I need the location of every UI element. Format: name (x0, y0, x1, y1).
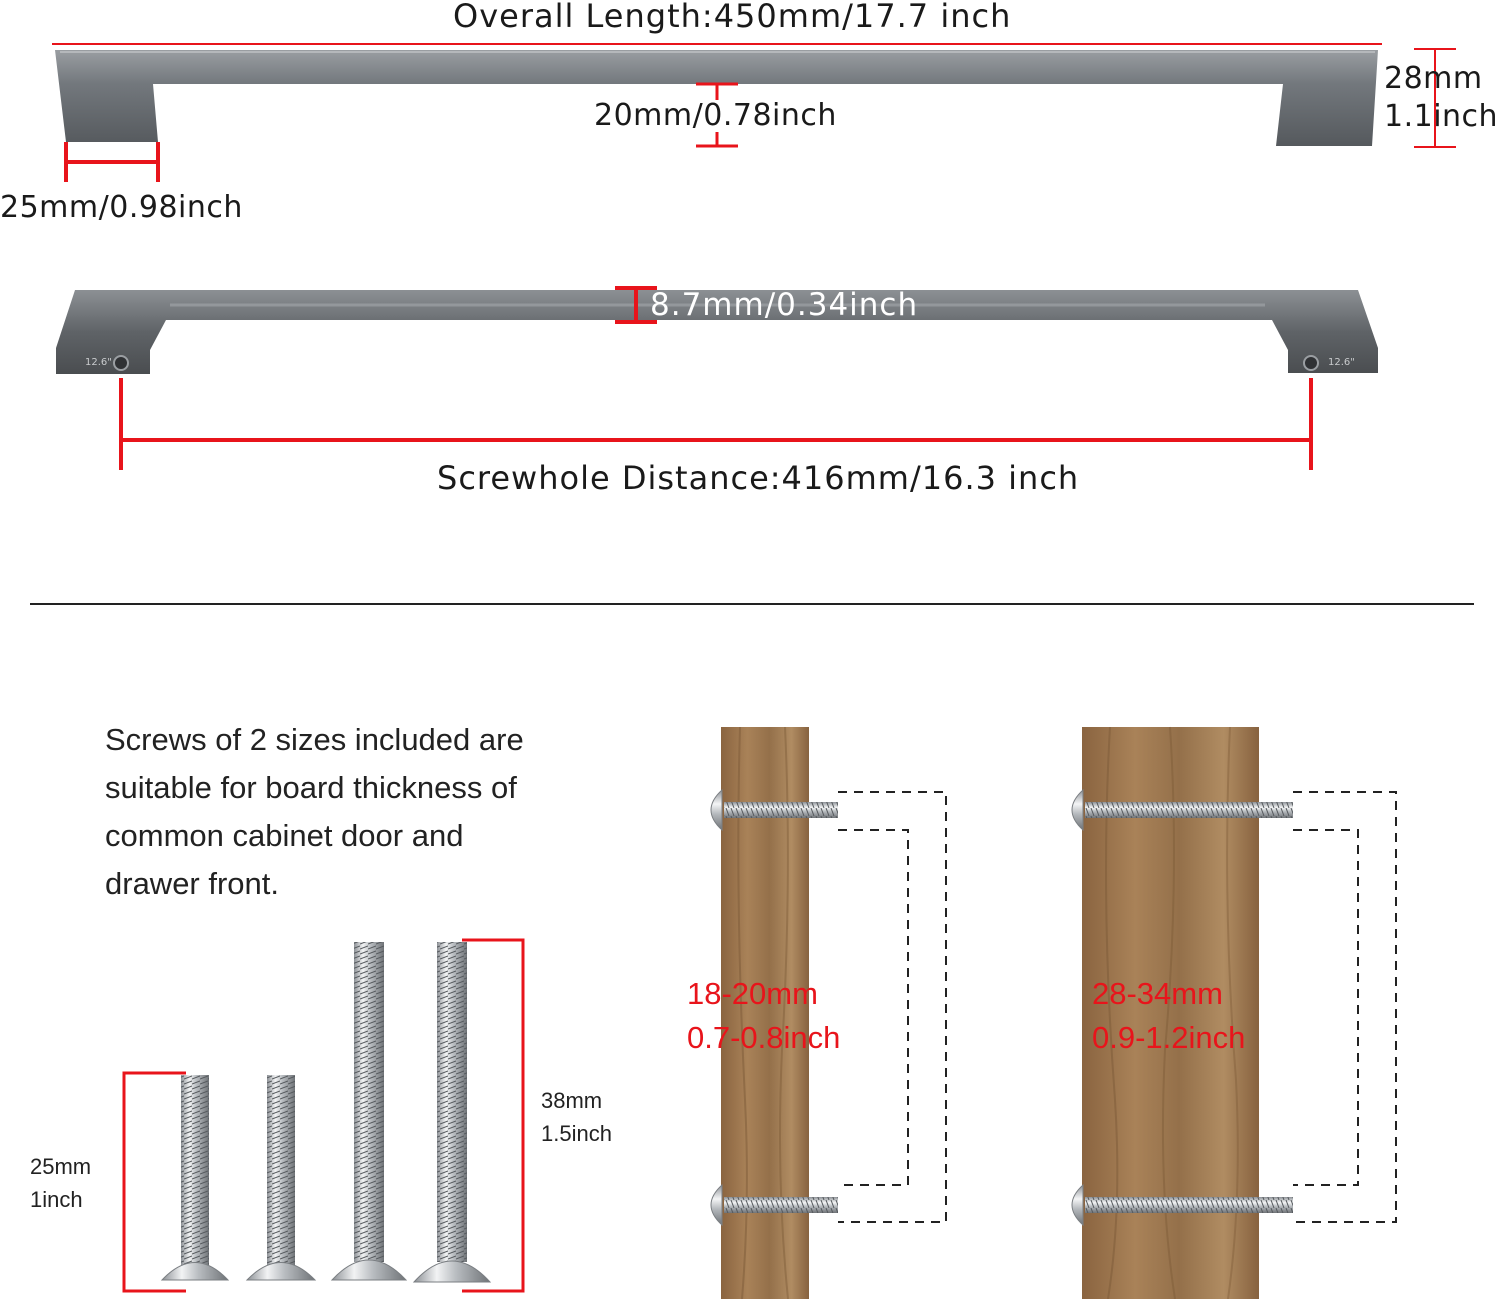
screwhole-distance-bracket (119, 378, 1313, 470)
engraving-right: 12.6" (1328, 357, 1355, 368)
board-thin-inch: 0.7-0.8inch (687, 1020, 841, 1055)
short-screw-length: 25mm 1inch (30, 1150, 120, 1216)
board-thick-dashed-guides (1293, 791, 1397, 1223)
board-thick-screw-top (1071, 788, 1293, 832)
leg-width-bracket (64, 142, 160, 182)
short-screw-inch: 1inch (30, 1187, 83, 1212)
board-thin-dashed-guides (838, 791, 947, 1223)
screw-long-2 (412, 942, 492, 1283)
screw-hole-left (113, 355, 129, 371)
screw-hole-right (1303, 355, 1319, 371)
board-thin-thickness: 18-20mm 0.7-0.8inch (687, 972, 887, 1060)
leg-width-label: 25mm/0.98inch (0, 190, 243, 225)
screwhole-distance-label: Screwhole Distance:416mm/16.3 inch (437, 459, 1080, 497)
board-thick-inch: 0.9-1.2inch (1092, 1020, 1246, 1055)
bar-thickness-label: 8.7mm/0.34inch (650, 287, 919, 323)
board-thick-screw-bottom (1071, 1183, 1293, 1227)
long-screw-bracket (462, 938, 525, 1293)
screws-description: Screws of 2 sizes included are suitable … (105, 722, 524, 901)
board-thick-thickness: 28-34mm 0.9-1.2inch (1092, 972, 1292, 1060)
board-thin-screw-bottom (710, 1183, 838, 1227)
bar-thickness-bracket (615, 286, 657, 324)
screw-short-2 (245, 1075, 317, 1281)
board-thin-mm: 18-20mm (687, 976, 818, 1011)
long-screw-length: 38mm 1.5inch (541, 1084, 641, 1150)
long-screw-inch: 1.5inch (541, 1121, 612, 1146)
screw-short-1 (160, 1075, 230, 1281)
overall-length-label: Overall Length:450mm/17.7 inch (453, 0, 1012, 35)
height-bracket (1414, 48, 1456, 148)
handle-side-view (56, 290, 1378, 374)
bar-width-bracket (696, 82, 738, 148)
long-screw-mm: 38mm (541, 1088, 603, 1113)
short-screw-mm: 25mm (30, 1154, 92, 1179)
bar-width-label: 20mm/0.78inch (594, 98, 837, 133)
engraving-left: 12.6" (85, 357, 112, 368)
short-screw-bracket (122, 1071, 186, 1293)
handle-top-view (55, 50, 1378, 146)
height-inch-label: 1.1inch (1384, 99, 1499, 134)
board-thick-mm: 28-34mm (1092, 976, 1223, 1011)
screw-long-1 (330, 942, 408, 1281)
board-thin-screw-top (710, 788, 838, 832)
height-mm-label: 28mm (1384, 61, 1483, 96)
